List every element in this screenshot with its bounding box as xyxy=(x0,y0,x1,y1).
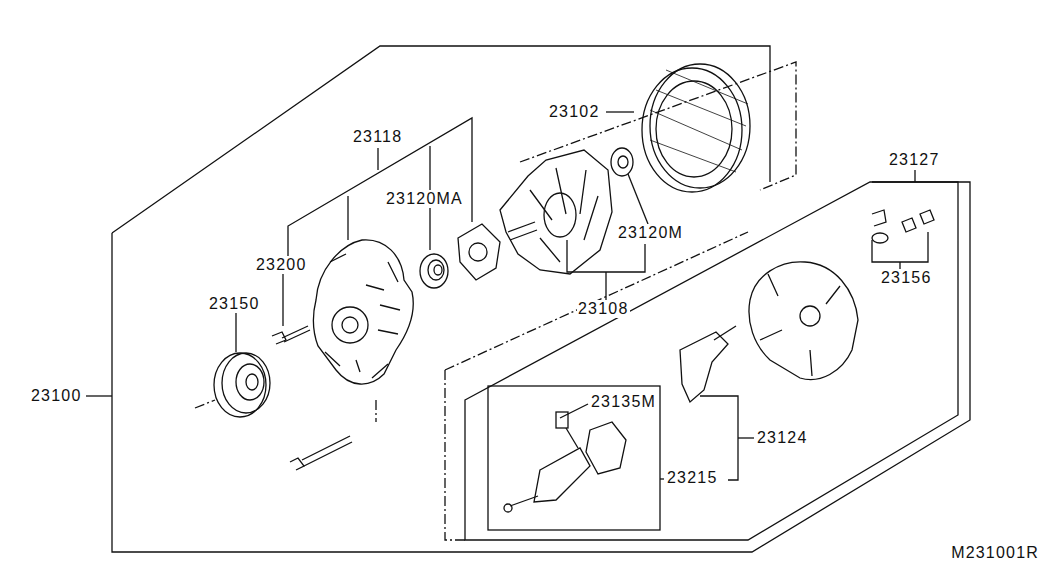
callout-number: 23108 xyxy=(577,300,630,318)
callout-number: 23118 xyxy=(352,128,403,146)
callout-number: 23120M xyxy=(617,224,684,242)
callout-number: 23127 xyxy=(888,151,941,169)
callout-number: 23102 xyxy=(548,103,601,121)
callout-number: 23124 xyxy=(756,429,809,447)
callout-number: 23150 xyxy=(208,295,261,313)
callout-number: 23100 xyxy=(30,387,83,405)
callout-number: 23120MA xyxy=(385,190,464,208)
callout-number: 23135M xyxy=(590,393,657,411)
callout-number: M231001R xyxy=(950,544,1040,562)
callout-number: 23215 xyxy=(666,469,719,487)
callout-number: 23200 xyxy=(255,256,308,274)
callout-number: 23156 xyxy=(880,269,933,287)
